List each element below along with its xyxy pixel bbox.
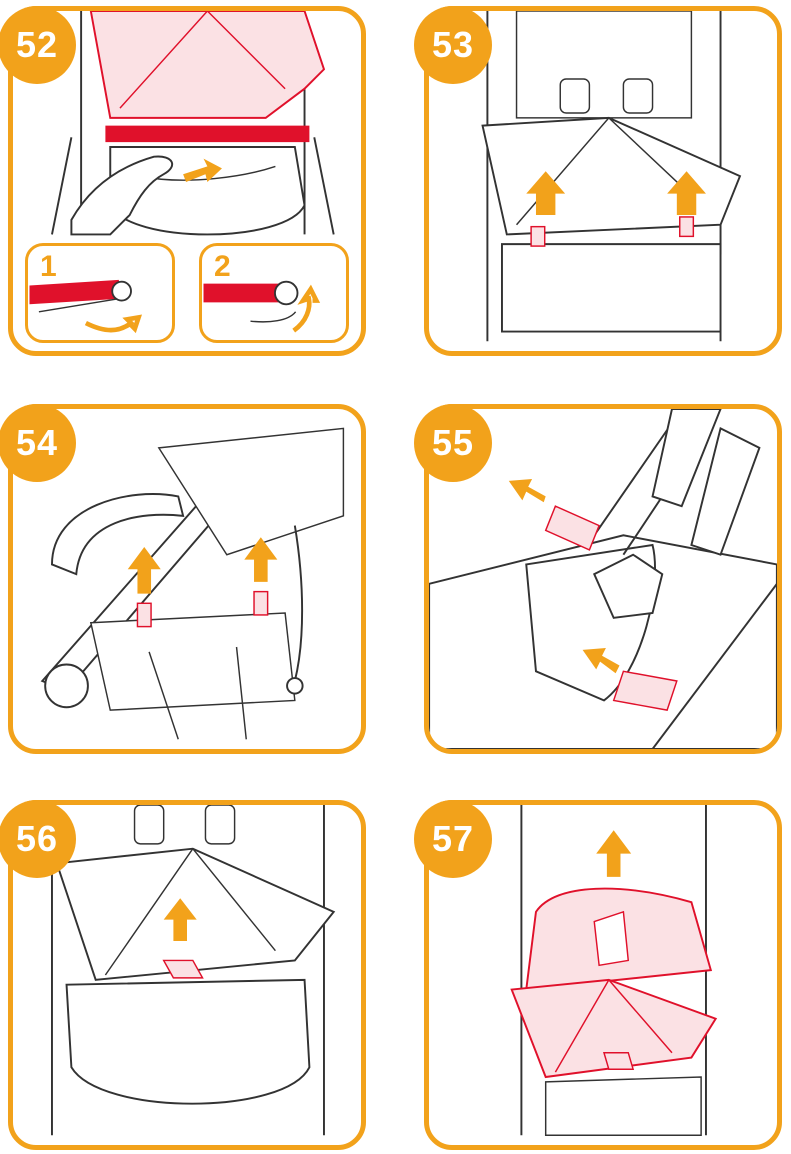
arrow-icon (596, 830, 631, 877)
curved-arrow-icon (86, 317, 139, 330)
step-number-badge: 56 (0, 800, 76, 878)
step-number-badge: 57 (414, 800, 492, 878)
inset-1: 1 (25, 243, 175, 343)
step-number-badge: 53 (414, 6, 492, 84)
arrow-icon (509, 479, 546, 502)
step-number-badge: 52 (0, 6, 76, 84)
step-number-badge: 54 (0, 404, 76, 482)
step-number-badge: 55 (414, 404, 492, 482)
inset-2: 2 (199, 243, 349, 343)
